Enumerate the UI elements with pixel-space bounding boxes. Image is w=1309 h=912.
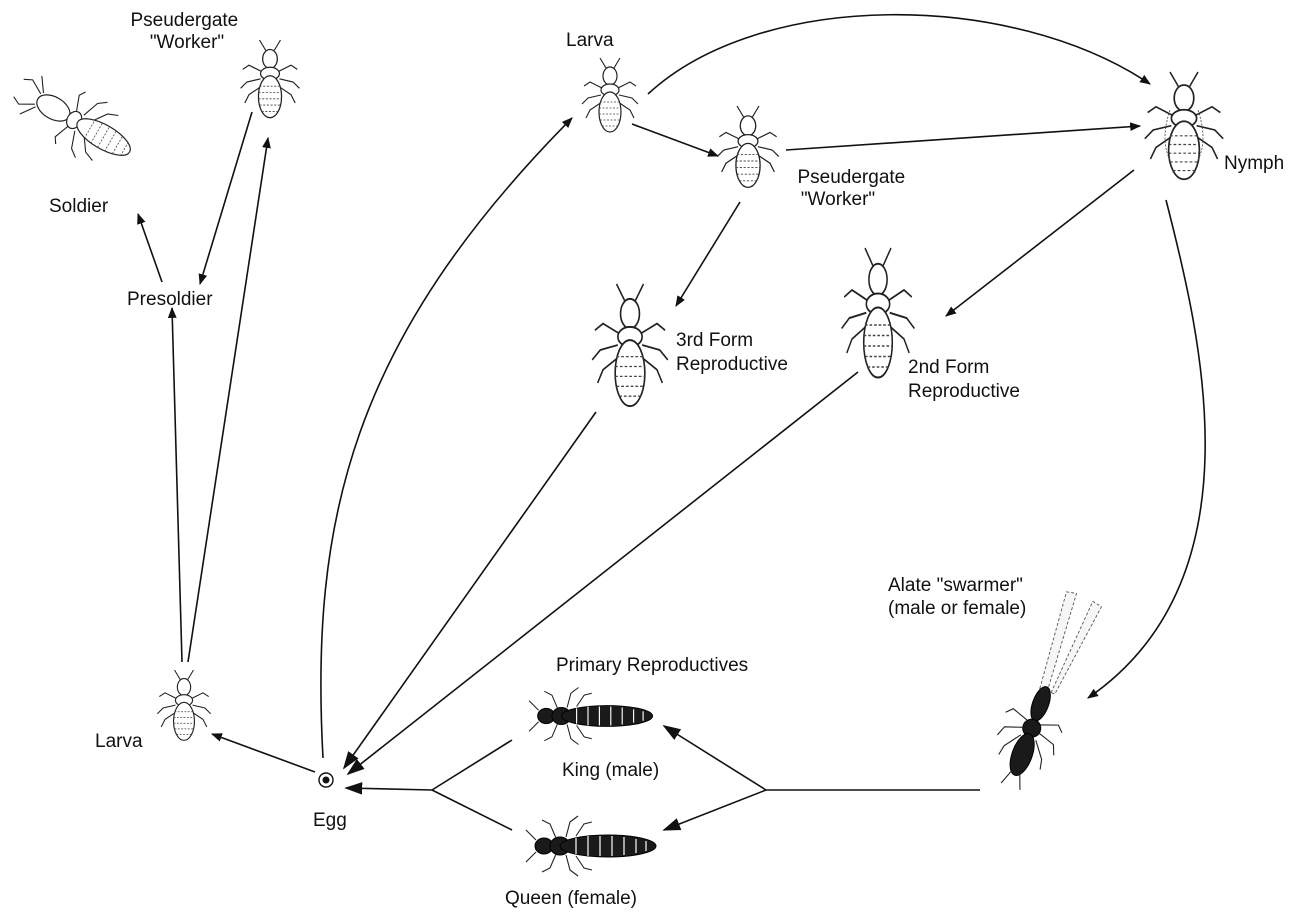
soldier-illustration (3, 60, 146, 179)
arrow-presoldier-to-soldier (138, 214, 162, 282)
arrow-larva-to-nymph (648, 15, 1150, 94)
king-illustration (529, 688, 653, 745)
arrow-junction-to-king (664, 726, 766, 790)
arrow-larva-to-presoldier (172, 308, 182, 662)
larva-top-illustration (582, 58, 638, 132)
arrow-junction-to-queen (664, 790, 766, 830)
egg-illustration (319, 773, 333, 787)
arrow-larva-to-pseudergate (188, 138, 268, 662)
label-larva-left: Larva (95, 731, 143, 752)
arrow-larva-to-pseudergate-center (632, 124, 718, 156)
line-queen-to-junction (432, 790, 512, 830)
label-nymph: Nymph (1224, 153, 1284, 174)
label-larva-top: Larva (566, 30, 614, 51)
arrow-primary-to-egg (346, 788, 432, 790)
arrow-egg-to-larva-top (321, 118, 572, 758)
line-king-to-junction (432, 740, 512, 790)
queen-illustration (526, 816, 656, 876)
label-soldier: Soldier (49, 196, 109, 217)
label-pseudergate-worker-center: Pseudergate "Worker" (797, 167, 910, 210)
label-egg: Egg (313, 810, 347, 831)
third-form-illustration (592, 284, 668, 406)
arrow-nymph-to-second-form (946, 170, 1134, 316)
arrow-nymph-to-alate (1088, 200, 1205, 698)
second-form-illustration (842, 248, 915, 378)
label-queen: Queen (female) (505, 888, 637, 909)
pseudergate-worker-center-illustration (717, 106, 779, 187)
arrow-pseudergate-to-presoldier (200, 112, 252, 284)
arrow-pseudergate-to-nymph (786, 126, 1140, 150)
label-primary-reproductives: Primary Reproductives (556, 655, 748, 676)
arrow-pseudergate-to-third-form (676, 202, 740, 306)
label-king: King (male) (562, 760, 659, 781)
nymph-illustration (1145, 72, 1223, 179)
label-alate: Alate "swarmer" (male or female) (888, 575, 1028, 619)
label-presoldier: Presoldier (127, 289, 213, 310)
larva-left-illustration (157, 670, 210, 740)
label-pseudergate-worker-left: Pseudergate "Worker" (130, 10, 243, 53)
label-third-form: 3rd Form Reproductive (676, 330, 788, 375)
pseudergate-worker-left-illustration (241, 40, 300, 118)
label-second-form: 2nd Form Reproductive (908, 357, 1020, 402)
arrow-egg-to-larva-left (212, 734, 315, 772)
